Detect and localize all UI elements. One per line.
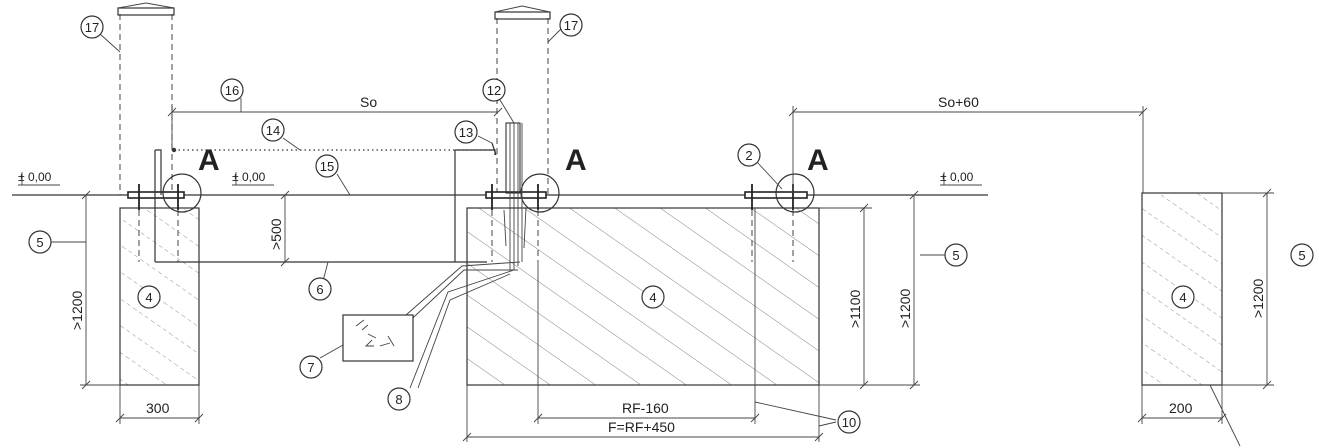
post-cap-middle (494, 11, 551, 20)
callout-14: 14 (261, 118, 285, 142)
callout-7: 7 (299, 355, 323, 379)
svg-text:0,00: 0,00 (28, 170, 52, 184)
dim-gt-1200-middle: >1200 (897, 288, 913, 328)
detail-circle-middle (520, 173, 560, 213)
callout-12: 12 (482, 78, 506, 102)
svg-text:±: ± (232, 170, 239, 184)
svg-text:12: 12 (487, 83, 501, 98)
svg-text:17: 17 (85, 20, 99, 35)
section-label-a-right: A (807, 144, 829, 177)
callout-4-right: 4 (1171, 285, 1195, 309)
svg-text:17: 17 (564, 18, 578, 33)
antenna-mast (505, 122, 521, 194)
svg-text:5: 5 (36, 235, 43, 250)
anchor-left (127, 184, 185, 262)
dim-gt-1200-right: >1200 (1250, 278, 1266, 318)
svg-text:7: 7 (307, 360, 314, 375)
dim-rf-minus-160: RF-160 (622, 400, 669, 416)
svg-text:5: 5 (952, 248, 959, 263)
svg-text:0,00: 0,00 (242, 170, 266, 184)
callout-5-left: 5 (28, 230, 52, 254)
callout-8: 8 (387, 387, 411, 411)
post-cap-left (117, 7, 175, 16)
dim-f-formula: F=RF+450 (608, 419, 675, 435)
callout-4-left: 4 (137, 285, 161, 309)
svg-text:14: 14 (266, 123, 280, 138)
callout-16: 16 (220, 78, 244, 102)
callout-6: 6 (308, 277, 332, 301)
svg-text:8: 8 (395, 392, 402, 407)
svg-text:13: 13 (459, 125, 473, 140)
level-marker-middle: ± 0,00 (232, 170, 274, 186)
cable-duct (155, 149, 162, 195)
svg-text:4: 4 (145, 290, 152, 305)
dim-gt-1200-left: >1200 (69, 290, 85, 330)
dim-gt-500: >500 (268, 218, 284, 250)
callout-4-middle: 4 (641, 285, 665, 309)
callout-15: 15 (315, 154, 339, 178)
callout-17-right: 17 (559, 13, 583, 37)
control-box (342, 314, 414, 362)
detail-circle-left (162, 173, 202, 213)
callout-5-right: 5 (1290, 243, 1314, 267)
svg-text:6: 6 (316, 282, 323, 297)
dim-200: 200 (1169, 400, 1193, 416)
svg-text:10: 10 (842, 415, 856, 430)
svg-text:±: ± (940, 170, 947, 184)
dim-gt-1100: >1100 (847, 290, 863, 328)
svg-text:5: 5 (1298, 248, 1305, 263)
svg-text:±: ± (18, 170, 25, 184)
callout-13: 13 (454, 120, 478, 144)
dim-300: 300 (146, 400, 170, 416)
svg-text:16: 16 (225, 83, 239, 98)
callout-17-left: 17 (80, 15, 104, 39)
level-marker-left: ± 0,00 (18, 170, 60, 186)
dim-so-plus-60: So+60 (938, 94, 979, 110)
level-marker-right: ± 0,00 (940, 170, 982, 186)
dim-so: So (360, 94, 377, 110)
detail-circle-right (775, 173, 815, 213)
anchor-middle (485, 184, 547, 262)
callout-2: 2 (737, 143, 761, 167)
callout-10: 10 (837, 410, 861, 434)
svg-text:15: 15 (320, 159, 334, 174)
svg-text:4: 4 (1179, 290, 1186, 305)
callout-5-middle: 5 (944, 243, 968, 267)
section-label-a-middle: A (565, 144, 587, 177)
section-label-a-left: A (198, 144, 220, 177)
svg-text:4: 4 (649, 290, 656, 305)
svg-text:0,00: 0,00 (950, 170, 974, 184)
svg-text:2: 2 (745, 148, 752, 163)
